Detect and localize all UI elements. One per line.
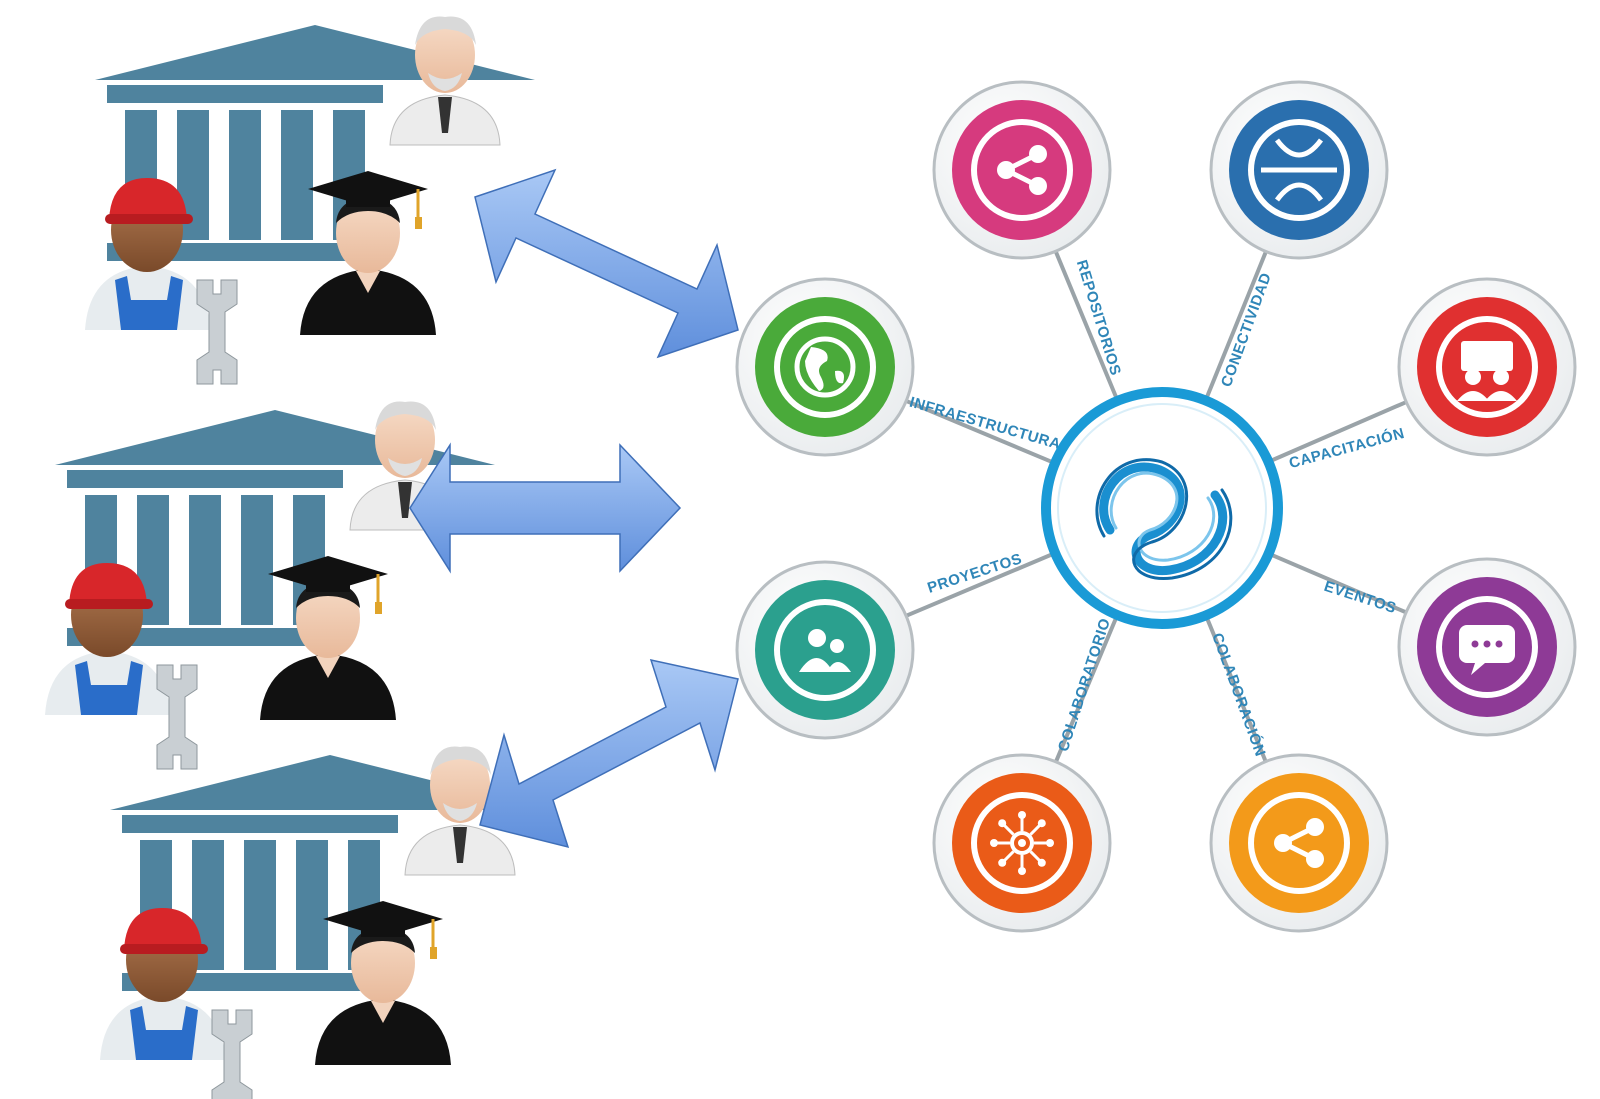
- double-arrow-middle: [409, 442, 682, 574]
- connector-proyectos: [905, 552, 1053, 618]
- connector-repositorios: [1053, 250, 1118, 398]
- hub-nodes-icon: [990, 811, 1054, 875]
- node-colaboracion[interactable]: [1209, 753, 1389, 933]
- label-conectividad: CONECTIVIDAD: [1218, 270, 1275, 389]
- connector-colaboracion: [1205, 618, 1268, 763]
- institution-3: [98, 745, 552, 1099]
- chat-bubble-icon: [1459, 625, 1515, 675]
- arrows: [409, 168, 739, 849]
- connector-infraestructura: [905, 399, 1053, 464]
- node-proyectos[interactable]: [735, 560, 915, 740]
- institution-2: [43, 400, 497, 771]
- connector-capacitacion: [1271, 400, 1408, 463]
- label-colaboratorio: COLABORATORIO: [1055, 616, 1114, 754]
- training-icon: [1457, 341, 1517, 401]
- double-arrow-top: [474, 168, 739, 359]
- hub-node: [1041, 387, 1283, 629]
- node-conectividad[interactable]: [1209, 80, 1389, 260]
- node-infraestructura[interactable]: [735, 277, 915, 457]
- connector-conectividad: [1205, 250, 1268, 398]
- people-icon: [799, 629, 851, 672]
- node-capacitacion[interactable]: [1397, 277, 1577, 457]
- label-infraestructura: INFRAESTRUCTURA: [908, 394, 1063, 454]
- infinity-ribbon-logo: [1095, 458, 1233, 581]
- double-arrow-bottom: [479, 658, 739, 849]
- node-colaboratorio[interactable]: [932, 753, 1112, 933]
- globe-icon: [794, 336, 856, 398]
- node-eventos[interactable]: [1397, 557, 1577, 737]
- label-colaboracion: COLABORACIÓN: [1208, 630, 1269, 758]
- connector-eventos: [1271, 553, 1407, 615]
- label-eventos: EVENTOS: [1322, 578, 1399, 617]
- institution-1: [83, 15, 537, 386]
- share-icon: [1274, 818, 1324, 868]
- network-x-icon: [1261, 138, 1337, 202]
- connector-colaboratorio: [1054, 617, 1118, 763]
- node-repositorios[interactable]: [932, 80, 1112, 260]
- share-icon: [997, 145, 1047, 195]
